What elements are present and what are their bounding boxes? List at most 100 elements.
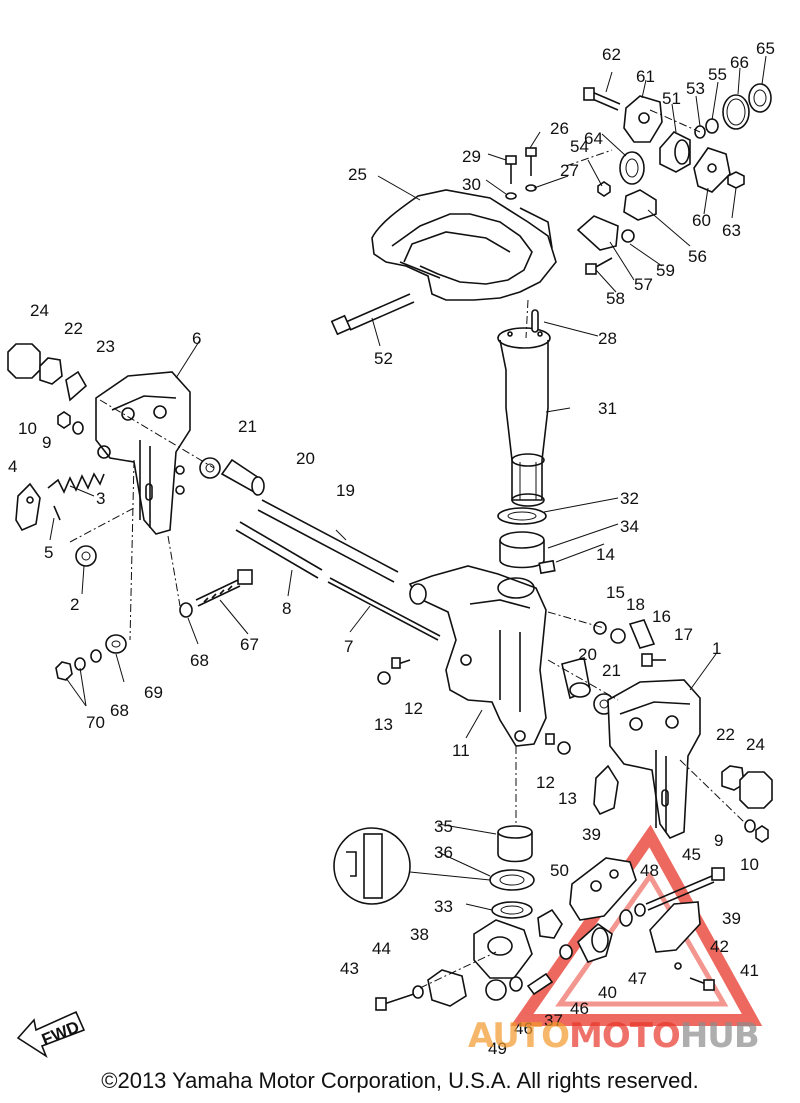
nut-55 bbox=[705, 118, 719, 134]
cover-56 bbox=[623, 189, 657, 221]
callout-70: 70 bbox=[86, 713, 105, 732]
cap-24-left bbox=[7, 343, 41, 379]
callout-54: 54 bbox=[570, 137, 589, 156]
callout-57: 57 bbox=[634, 275, 653, 294]
bolt-12-upper bbox=[391, 657, 411, 669]
cap-13-lower bbox=[557, 741, 571, 755]
callout-22-right: 22 bbox=[716, 725, 735, 744]
callout-29: 29 bbox=[462, 147, 481, 166]
logo-text: AUTOMOTOHUB bbox=[468, 1016, 760, 1056]
callout-61: 61 bbox=[636, 67, 655, 86]
clamp-38 bbox=[427, 969, 467, 1007]
bushing-20-right bbox=[561, 656, 591, 700]
bolt-41 bbox=[689, 977, 715, 991]
bolts-26-29 bbox=[505, 147, 537, 200]
bushing-20-left bbox=[220, 458, 265, 496]
callout-39-lower: 39 bbox=[722, 909, 741, 928]
callout-62: 62 bbox=[602, 45, 621, 64]
callout-52: 52 bbox=[374, 349, 393, 368]
swivel-bracket-11 bbox=[408, 565, 547, 747]
washer-33 bbox=[491, 901, 533, 919]
callout-47: 47 bbox=[628, 969, 647, 988]
washer-68 bbox=[179, 602, 193, 618]
fwd-arrow-icon: FWD bbox=[16, 1010, 86, 1059]
shaft-19 bbox=[257, 499, 399, 583]
callout-39-upper: 39 bbox=[582, 825, 601, 844]
callout-7: 7 bbox=[344, 637, 353, 656]
callout-9-right: 9 bbox=[714, 831, 723, 850]
callout-6: 6 bbox=[192, 329, 201, 348]
bracket-61 bbox=[623, 95, 663, 143]
plate-23 bbox=[65, 370, 88, 402]
bolt-45 bbox=[645, 867, 725, 911]
bushing-35 bbox=[497, 825, 533, 863]
callout-12-lower: 12 bbox=[536, 773, 555, 792]
callout-42: 42 bbox=[710, 937, 729, 956]
lever-39-lower bbox=[649, 901, 701, 953]
pin-5 bbox=[53, 505, 61, 521]
center-lines bbox=[69, 109, 745, 989]
shaft-8 bbox=[235, 521, 323, 579]
callout-23: 23 bbox=[96, 337, 115, 356]
washer-32 bbox=[497, 507, 547, 525]
callout-21-right: 21 bbox=[602, 661, 621, 680]
callout-18: 18 bbox=[626, 595, 645, 614]
callout-33: 33 bbox=[434, 897, 453, 916]
bracket-50 bbox=[537, 908, 563, 939]
callout-38: 38 bbox=[410, 925, 429, 944]
callout-60: 60 bbox=[692, 211, 711, 230]
callout-67: 67 bbox=[240, 635, 259, 654]
callout-28: 28 bbox=[598, 329, 617, 348]
bolt-58 bbox=[585, 257, 613, 275]
callout-50: 50 bbox=[550, 861, 569, 880]
copyright-notice: ©2013 Yamaha Motor Corporation, U.S.A. A… bbox=[101, 1068, 699, 1093]
bracket-60 bbox=[693, 147, 731, 193]
callout-21-left: 21 bbox=[238, 417, 257, 436]
callout-11: 11 bbox=[452, 741, 470, 760]
pin-28 bbox=[531, 309, 539, 333]
callout-15: 15 bbox=[606, 583, 625, 602]
clamp-bracket-6 bbox=[95, 371, 191, 535]
callout-41: 41 bbox=[740, 961, 759, 980]
washer-9-left bbox=[72, 421, 84, 435]
washer-69 bbox=[105, 634, 127, 654]
parts-15-18-16-17 bbox=[593, 619, 666, 667]
callout-69: 69 bbox=[144, 683, 163, 702]
pin-37 bbox=[526, 972, 554, 996]
callout-26: 26 bbox=[550, 119, 569, 138]
callout-12-upper: 12 bbox=[404, 699, 423, 718]
callout-24-right: 24 bbox=[746, 735, 765, 754]
callout-35: 35 bbox=[434, 817, 453, 836]
callout-48: 48 bbox=[640, 861, 659, 880]
bolt-62 bbox=[583, 87, 621, 111]
washer-46-upper bbox=[559, 944, 573, 960]
callout-58: 58 bbox=[606, 289, 625, 308]
nut-10-left bbox=[57, 411, 71, 429]
nut-10-right bbox=[755, 825, 769, 843]
lever-4 bbox=[15, 482, 41, 532]
callout-55: 55 bbox=[708, 65, 727, 84]
nut-54 bbox=[597, 181, 611, 197]
rod-7 bbox=[327, 577, 441, 641]
callout-20-left: 20 bbox=[296, 449, 315, 468]
plate-57 bbox=[576, 215, 619, 251]
callout-68-right: 68 bbox=[190, 651, 209, 670]
fwd-label: FWD bbox=[39, 1017, 82, 1049]
callout-labels: 1 2 3 4 5 6 7 8 9 9 10 10 11 12 12 13 13… bbox=[8, 39, 775, 1058]
callout-13-lower: 13 bbox=[558, 789, 577, 808]
callout-24-left: 24 bbox=[30, 301, 49, 320]
knob-51 bbox=[659, 131, 691, 173]
cap-65 bbox=[748, 83, 772, 113]
callout-51: 51 bbox=[662, 89, 681, 108]
callout-30: 30 bbox=[462, 175, 481, 194]
callout-25: 25 bbox=[348, 165, 367, 184]
callout-45: 45 bbox=[682, 845, 701, 864]
callout-36: 36 bbox=[434, 843, 453, 862]
steering-column-31 bbox=[497, 327, 551, 507]
callout-46-upper: 46 bbox=[570, 999, 589, 1018]
washer-46-lower bbox=[509, 976, 523, 992]
lever-39-upper bbox=[569, 857, 637, 921]
bolt-67 bbox=[195, 569, 253, 607]
callout-31: 31 bbox=[598, 399, 617, 418]
nut-63 bbox=[727, 171, 745, 189]
